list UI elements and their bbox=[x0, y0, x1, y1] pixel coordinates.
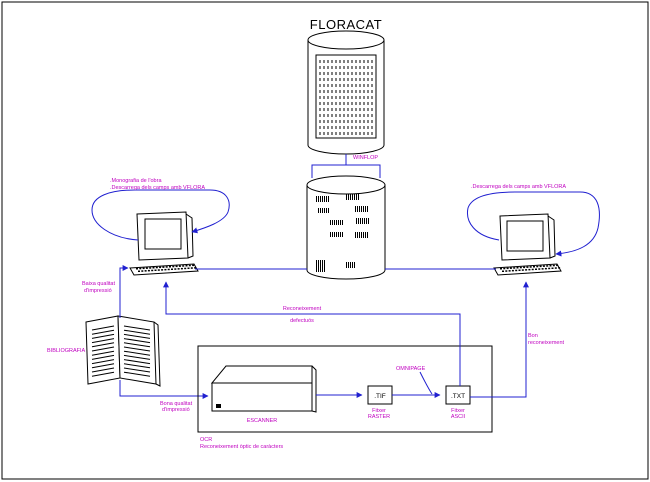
db-server-link bbox=[311, 154, 347, 178]
left-pc-label-2: .Descarrega dels camps amb VFLORA bbox=[110, 185, 205, 191]
defective-recognition-arrow bbox=[163, 281, 461, 386]
right-loop bbox=[466, 191, 600, 257]
good-recognition-arrow bbox=[470, 281, 529, 398]
poor-quality-arrow bbox=[119, 265, 129, 318]
winflop-label: WINFLOP bbox=[353, 155, 378, 161]
ocr-box bbox=[197, 345, 493, 433]
floracat-label: FLORACAT bbox=[310, 17, 382, 32]
ocr-label-2: Reconeixement òptic de caràcters bbox=[200, 444, 283, 450]
monitor-icon bbox=[136, 211, 194, 261]
monitor-icon bbox=[499, 213, 556, 261]
omnipage-label: OMNIPAGE bbox=[396, 366, 426, 372]
bon-label-2: reconeixement bbox=[528, 340, 565, 346]
open-book-icon bbox=[85, 315, 161, 387]
left-loop bbox=[91, 189, 230, 241]
bon-label-1: Bon bbox=[528, 333, 538, 339]
poor-quality-label-1: Baixa qualitat bbox=[82, 281, 115, 287]
bibliografia-label: BIBLIOGRAFIA bbox=[47, 348, 86, 354]
right-pc-label-1: .Descarrega dels camps amb VFLORA bbox=[471, 184, 566, 190]
scanner-icon bbox=[210, 365, 317, 413]
file-icon bbox=[445, 385, 471, 405]
tif-label: .TIF bbox=[374, 393, 386, 400]
left-workstation bbox=[129, 211, 199, 276]
fitxer-ascii-label-2: ASCII bbox=[451, 414, 466, 420]
fitxer-ascii-label-1: Fitxer bbox=[451, 408, 465, 414]
txt-label: .TXT bbox=[451, 393, 465, 400]
fitxer-raster-label-1: Fitxer bbox=[372, 408, 386, 414]
scanner-label: ESCANNER bbox=[247, 418, 278, 424]
poor-quality-label-2: d'impressió bbox=[84, 288, 112, 294]
ocr-label-1: OCR bbox=[200, 437, 212, 443]
reconeixement-label-2: defectuós bbox=[290, 318, 314, 324]
server-cylinder-icon bbox=[306, 175, 386, 280]
fitxer-raster-label-2: RASTER bbox=[368, 414, 390, 420]
omnipage-pointer bbox=[419, 371, 433, 395]
reconeixement-label-1: Reconeixement bbox=[283, 306, 322, 312]
keyboard-icon bbox=[493, 263, 562, 276]
good-quality-arrow bbox=[119, 380, 209, 399]
left-pc-label-1: .Monografia de l'obra bbox=[110, 178, 162, 184]
right-workstation bbox=[493, 213, 562, 276]
keyboard-icon bbox=[129, 263, 199, 276]
good-quality-label-2: d'impressió bbox=[162, 407, 190, 413]
good-quality-label-1: Bona qualitat bbox=[160, 401, 193, 407]
database-cylinder-icon bbox=[307, 30, 385, 155]
